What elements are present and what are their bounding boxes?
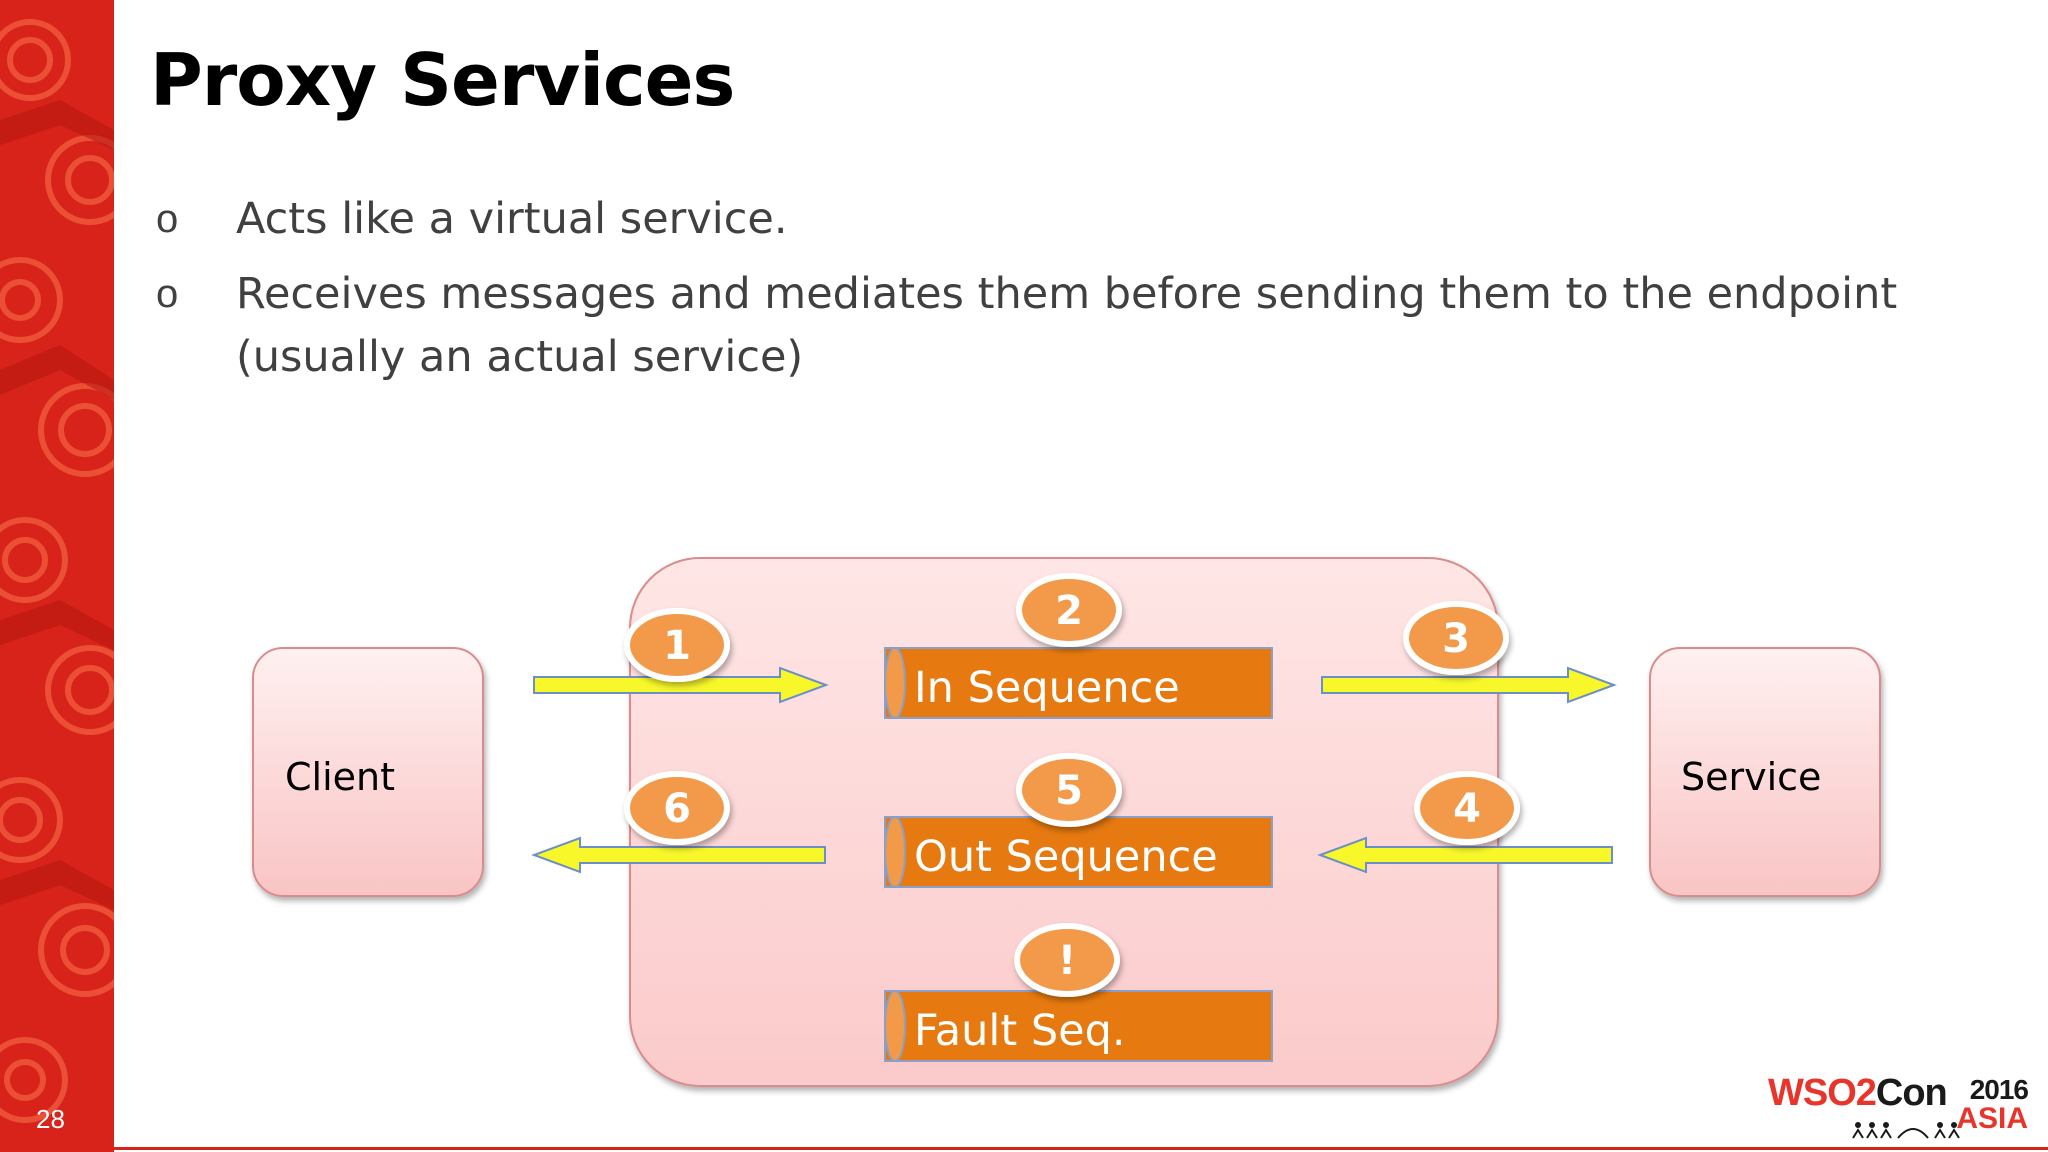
logo-brand-suffix: Con — [1875, 1072, 1948, 1114]
fault-sequence-label: Fault Seq. — [914, 1006, 1126, 1056]
bullet-marker: o — [156, 197, 179, 241]
client-label: Client — [285, 755, 395, 799]
bullet-text: Acts like a virtual service. — [236, 194, 788, 244]
out-sequence: Out Sequence — [884, 816, 1273, 888]
step-number: 3 — [1442, 616, 1470, 662]
step-badge-6: 6 — [624, 771, 730, 845]
logo-region: ASIA — [1956, 1102, 2028, 1135]
wso2con-logo: WSO2Con 2016 ASIA — [1768, 1072, 2029, 1142]
logo-brand: WSO2 — [1768, 1072, 1877, 1114]
slide-title: Proxy Services — [150, 38, 735, 122]
page-number: 28 — [36, 1104, 65, 1134]
bullet-list: o Acts like a virtual service. o Receive… — [156, 188, 1916, 401]
client-box: Client — [252, 647, 484, 897]
service-label: Service — [1681, 755, 1821, 799]
step-badge-5: 5 — [1016, 753, 1122, 827]
arrow-proxy-to-service — [1321, 666, 1617, 704]
arrow-proxy-to-client — [531, 836, 826, 874]
step-badge-1: 1 — [624, 608, 730, 682]
step-number: 6 — [663, 786, 691, 832]
step-number: ! — [1058, 938, 1076, 984]
logo-year: 2016 — [1969, 1074, 2029, 1105]
arrow-service-to-proxy — [1317, 836, 1613, 874]
step-badge-3: 3 — [1403, 601, 1509, 675]
side-decoration: 28 — [0, 0, 114, 1152]
step-badge-4: 4 — [1414, 771, 1520, 845]
bullet-text: Receives messages and mediates them befo… — [236, 269, 1898, 382]
fault-sequence: Fault Seq. — [884, 990, 1273, 1062]
in-sequence: In Sequence — [884, 647, 1273, 719]
in-sequence-label: In Sequence — [914, 663, 1180, 713]
step-number: 4 — [1453, 786, 1481, 832]
logo-wordmark: WSO2Con — [1768, 1072, 1948, 1115]
step-number: 1 — [663, 623, 691, 669]
bullet-marker: o — [156, 272, 179, 316]
arrow-client-to-proxy — [533, 666, 829, 704]
step-badge-2: 2 — [1016, 573, 1122, 647]
people-icon — [1852, 1122, 1960, 1139]
bottom-rule — [114, 1147, 2048, 1150]
pattern-graphic — [0, 19, 114, 1123]
out-sequence-label: Out Sequence — [914, 832, 1218, 882]
step-number: 2 — [1055, 588, 1083, 634]
bullet-item: o Receives messages and mediates them be… — [156, 263, 1916, 389]
bullet-item: o Acts like a virtual service. — [156, 188, 1916, 251]
step-badge-fault: ! — [1014, 923, 1120, 997]
service-box: Service — [1649, 647, 1881, 897]
step-number: 5 — [1055, 768, 1083, 814]
